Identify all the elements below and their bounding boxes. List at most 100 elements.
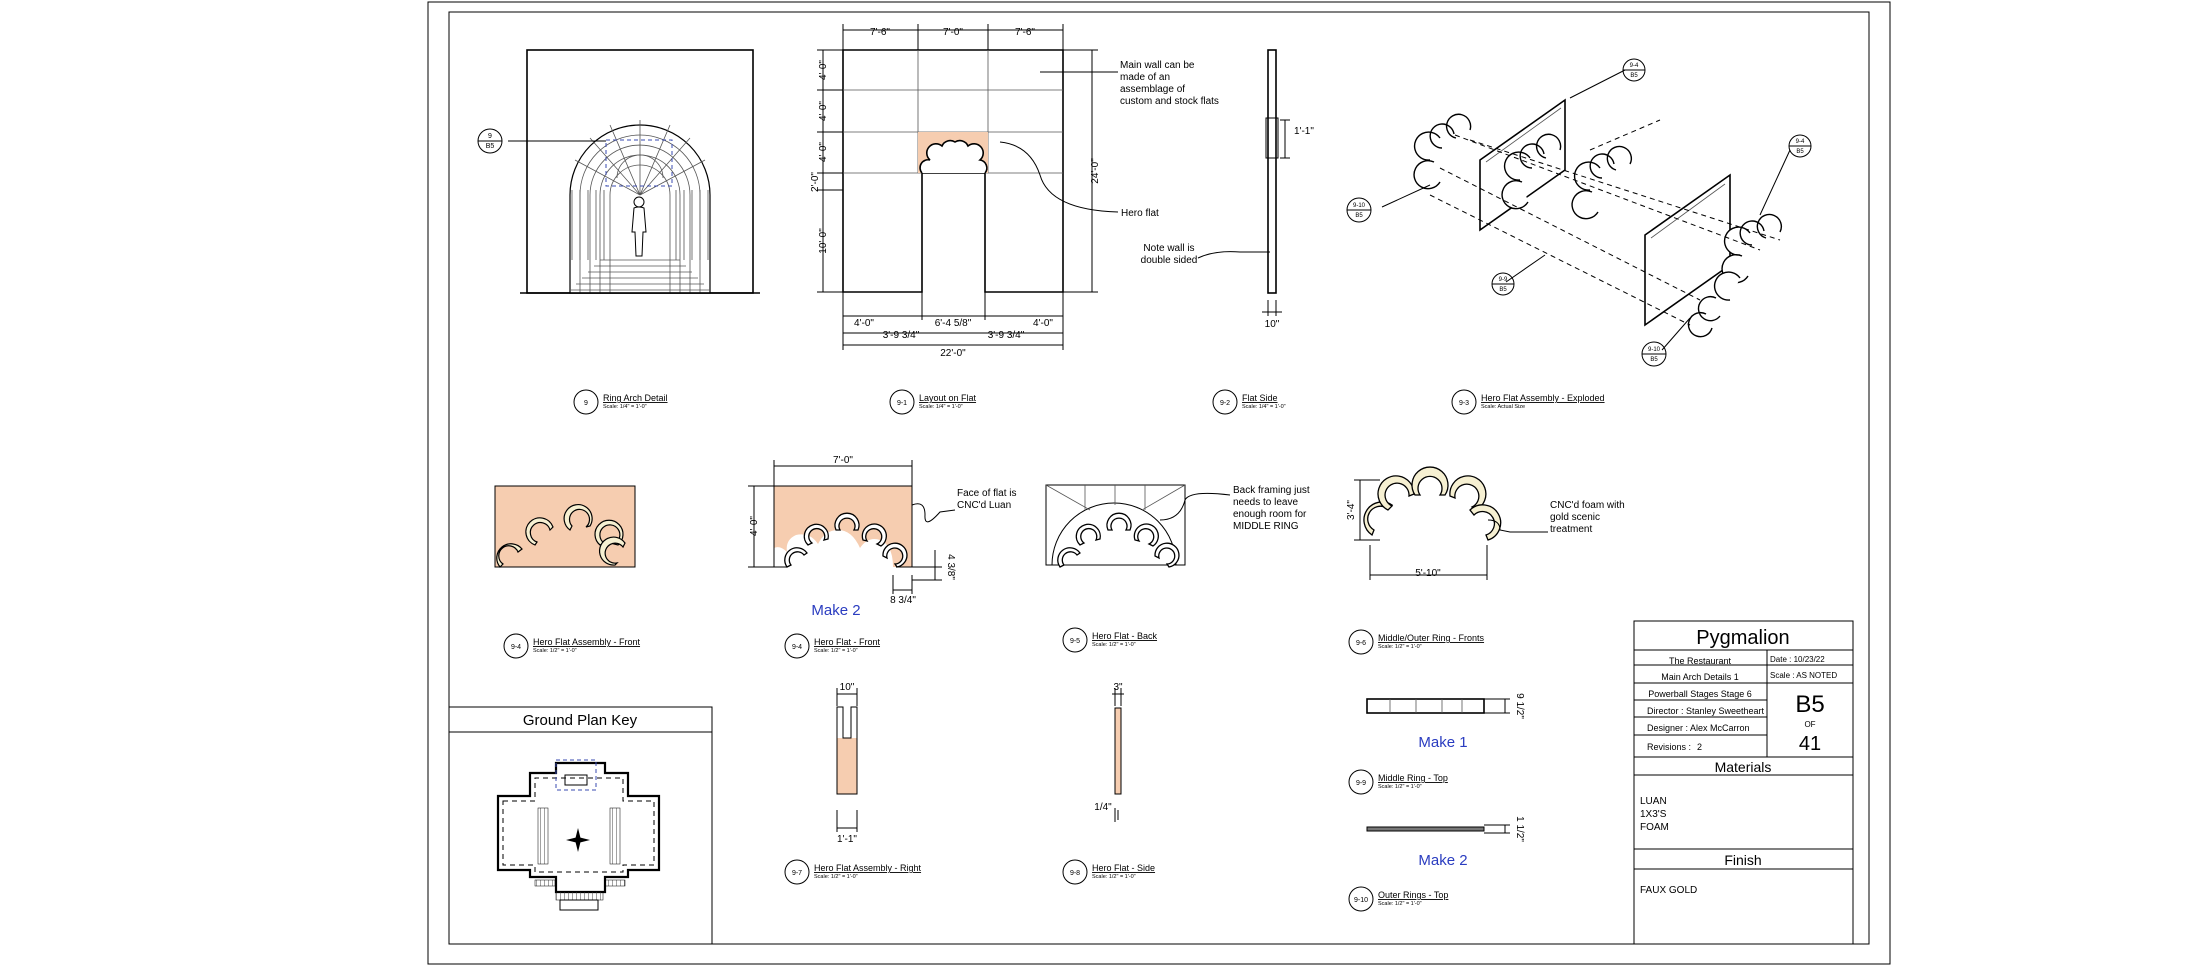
hero-flat-front-drawing bbox=[748, 460, 956, 594]
view-title: Hero Flat Assembly - Right bbox=[814, 863, 922, 873]
dim-bot-4: 3'-9 3/4" bbox=[883, 330, 920, 341]
view-title: Layout on Flat bbox=[919, 393, 977, 403]
flat-side-dim-1: 1'-1" bbox=[1294, 126, 1314, 137]
ring-arch-detail-drawing bbox=[508, 49, 760, 294]
material-item: 1X3'S bbox=[1640, 809, 1667, 820]
note-main-wall: Main wall can be made of an assemblage o… bbox=[1120, 60, 1219, 107]
dim-bot-2: 6'-4 5/8" bbox=[935, 318, 972, 329]
view-scale: Scale: 1/4" = 1'-0" bbox=[919, 404, 963, 410]
ground-plan-title: Ground Plan Key bbox=[523, 712, 638, 729]
hero-flat-assembly-right-drawing bbox=[836, 688, 858, 832]
view-title: Hero Flat - Back bbox=[1092, 631, 1158, 641]
dim-left-5: 10'-0" bbox=[818, 228, 829, 254]
view-number-bubble bbox=[1348, 886, 1374, 912]
section-ref-bubble-9[interactable]: 9 B5 bbox=[477, 128, 503, 154]
view-scale: Scale: 1/2" = 1'-0" bbox=[814, 648, 858, 654]
dim-bot-3: 4'-0" bbox=[1033, 318, 1053, 329]
materials-title: Materials bbox=[1715, 759, 1772, 775]
ref-bubble[interactable]: 9-4B5 bbox=[1788, 134, 1812, 158]
ref-bottom: B5 bbox=[486, 143, 495, 150]
director: Director : Stanley Sweetheart bbox=[1647, 706, 1765, 716]
hero-front-dim-r: 4 3/8" bbox=[945, 554, 956, 580]
view-number-bubble bbox=[503, 633, 529, 659]
outer-border bbox=[427, 1, 1891, 965]
svg-text:B5: B5 bbox=[1355, 213, 1363, 219]
view-scale: Scale: 1/2" = 1'-0" bbox=[1378, 644, 1422, 650]
hero-flat-back-drawing bbox=[1045, 484, 1231, 568]
sheet-name: Main Arch Details 1 bbox=[1661, 672, 1739, 682]
note-face-of-flat: Face of flat is CNC'd Luan bbox=[957, 488, 1016, 511]
dim-left-1: 4'-0" bbox=[818, 60, 829, 80]
view-scale: Scale: 1/2" = 1'-0" bbox=[1092, 642, 1136, 648]
sheet-total: 41 bbox=[1799, 733, 1821, 755]
material-item: FOAM bbox=[1640, 822, 1669, 833]
make-2-label-outer: Make 2 bbox=[1418, 852, 1467, 869]
view-scale: Scale: 1/4" = 1'-0" bbox=[1242, 404, 1286, 410]
note-back-framing: Back framing just needs to leave enough … bbox=[1233, 485, 1310, 532]
ref-bubble[interactable]: 9-4B5 bbox=[1622, 58, 1646, 82]
svg-text:9-10: 9-10 bbox=[1648, 347, 1661, 353]
view-number-bubble bbox=[1451, 389, 1477, 415]
make-2-label-front: Make 2 bbox=[811, 602, 860, 619]
view-title: Outer Rings - Top bbox=[1378, 890, 1448, 900]
middle-top-dim: 9 1/2" bbox=[1514, 693, 1525, 719]
view-number: 9-2 bbox=[1220, 400, 1230, 407]
view-number: 9-9 bbox=[1356, 780, 1366, 787]
dim-bot-5: 3'-9 3/4" bbox=[988, 330, 1025, 341]
outer-top-dim: 1 1/2" bbox=[1514, 816, 1525, 842]
side-dim-b: 1/4" bbox=[1094, 802, 1112, 813]
view-title: Hero Flat Assembly - Front bbox=[533, 637, 641, 647]
designer: Designer : Alex McCarron bbox=[1647, 723, 1750, 733]
dim-right: 24'-0" bbox=[1090, 158, 1101, 184]
hero-flat-assembly-front-drawing bbox=[494, 485, 636, 568]
note-double-sided: Note wall is double sided bbox=[1141, 243, 1198, 266]
flat-side-dim-2: 10" bbox=[1265, 319, 1280, 330]
view-title: Flat Side bbox=[1242, 393, 1278, 403]
view-number: 9-4 bbox=[792, 644, 802, 651]
svg-text:9-4: 9-4 bbox=[1796, 139, 1805, 145]
layout-on-flat-dimensions: 7'-6" 7'-0" 7'-6" 4'-0" 4'-0" 4'-0" 2'-0… bbox=[810, 27, 1101, 359]
view-number: 9-8 bbox=[1070, 870, 1080, 877]
title-block: Pygmalion The Restaurant Main Arch Detai… bbox=[1633, 620, 1854, 945]
view-number: 9-7 bbox=[792, 870, 802, 877]
company: Powerball Stages Stage 6 bbox=[1648, 689, 1752, 699]
rings-dim-w: 5'-10" bbox=[1415, 568, 1441, 579]
view-title: Hero Flat - Front bbox=[814, 637, 881, 647]
view-title: Hero Flat - Side bbox=[1092, 863, 1155, 873]
view-number: 9-6 bbox=[1356, 640, 1366, 647]
side-dim-t: 3" bbox=[1113, 682, 1123, 693]
view-title: Middle/Outer Ring - Fronts bbox=[1378, 633, 1485, 643]
ref-bubble[interactable]: 9-9B5 bbox=[1491, 272, 1515, 296]
view-number-bubble bbox=[889, 389, 915, 415]
view-number: 9-1 bbox=[897, 400, 907, 407]
dim-top-3: 7'-6" bbox=[1015, 27, 1035, 38]
view-scale: Scale: 1/2" = 1'-0" bbox=[533, 648, 577, 654]
inner-border bbox=[448, 11, 1870, 945]
svg-text:B5: B5 bbox=[1796, 149, 1804, 155]
scale: Scale : AS NOTED bbox=[1770, 671, 1837, 680]
dim-left-4: 2'-0" bbox=[810, 172, 821, 192]
view-number-bubble bbox=[573, 389, 599, 415]
view-number-bubble bbox=[1062, 627, 1088, 653]
view-title: Ring Arch Detail bbox=[603, 393, 668, 403]
note-hero-flat: Hero flat bbox=[1121, 208, 1159, 219]
assy-right-dim-t: 10" bbox=[840, 682, 855, 693]
view-number-bubble bbox=[1348, 629, 1374, 655]
view-scale: Scale: 1/2" = 1'-0" bbox=[1092, 874, 1136, 880]
ref-top: 9 bbox=[488, 133, 492, 140]
